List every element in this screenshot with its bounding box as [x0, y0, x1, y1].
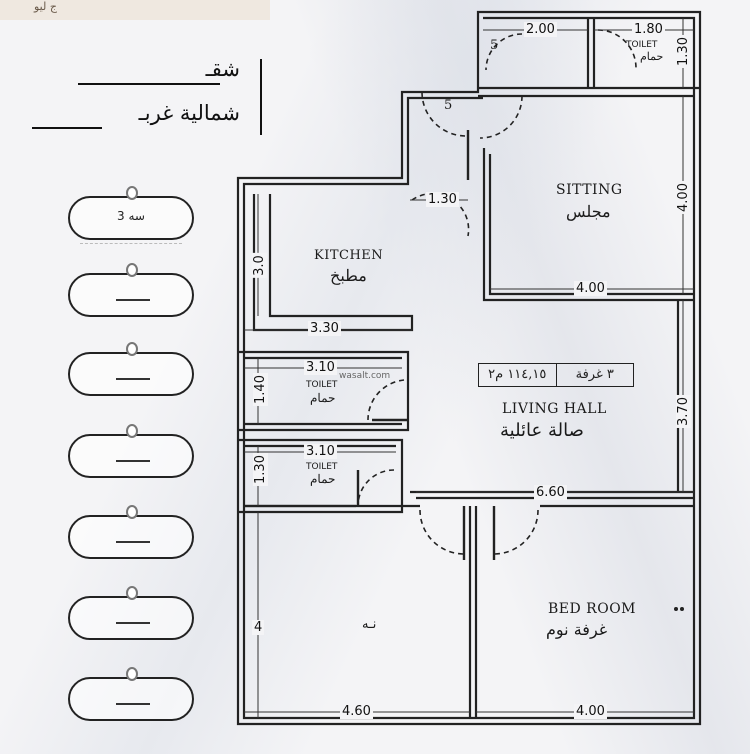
- door-leaf: [356, 130, 496, 560]
- dim-sitting-h: 4.00: [675, 181, 691, 214]
- room-label-left-ar: نـه: [362, 617, 377, 632]
- area-box: ٣ غرفة ١١٤,١٥ م٢: [478, 363, 634, 387]
- door-swing: [479, 95, 523, 139]
- dim-top-c: 1.30: [675, 35, 691, 68]
- room-label-living-ar: صالة عائلية: [500, 420, 584, 441]
- dim-sitting-w: 4.00: [574, 281, 607, 296]
- dim-entry: 1.30: [426, 192, 459, 207]
- dim-top-a: 2.00: [524, 22, 557, 37]
- door-swing: [597, 29, 637, 69]
- pill-dash: [116, 299, 150, 301]
- outer-wall: [236, 10, 702, 726]
- dot-mark: [680, 607, 684, 611]
- wall-kitchen: [252, 194, 414, 332]
- door-swing: [367, 379, 405, 421]
- door-number: 5: [444, 98, 453, 113]
- wall-sitting: [482, 148, 694, 302]
- room-label-toilet-mid-en: TOILET: [306, 380, 338, 390]
- filter-pill-5[interactable]: [68, 505, 194, 559]
- filter-pill-6[interactable]: [68, 586, 194, 640]
- dim-bedroom-w: 4.00: [574, 704, 607, 719]
- room-label-kitchen-en: KITCHEN: [314, 248, 384, 263]
- dim-living-h: 3.70: [675, 395, 691, 428]
- pill-underline: [80, 243, 182, 244]
- wall-toilet-mid: [238, 350, 410, 432]
- area-rooms: ٣ غرفة: [575, 367, 614, 382]
- door-swing: [485, 33, 523, 71]
- door-swing: [411, 192, 470, 237]
- door-swing: [419, 509, 465, 555]
- pill-dash: [116, 541, 150, 543]
- dim-top-b: 1.80: [632, 22, 665, 37]
- room-label-living-en: LIVING HALL: [502, 401, 607, 417]
- filter-pill-2[interactable]: [68, 263, 194, 317]
- filter-pill-label: 3 سه: [117, 209, 145, 223]
- room-label-toilet-top-en: TOILET: [626, 40, 658, 50]
- room-icon: [126, 342, 138, 356]
- outer-wall-inner: [242, 16, 696, 720]
- dim-toilet-mid-h: 1.40: [252, 373, 268, 406]
- room-icon: [126, 263, 138, 277]
- pill-dash: [116, 622, 150, 624]
- title-rule-1: [78, 83, 220, 85]
- filter-pill-4[interactable]: [68, 424, 194, 478]
- room-label-toilet-mid-ar: حمام: [310, 391, 336, 405]
- dim-left-room-w: 4.60: [340, 704, 373, 719]
- room-icon: [126, 505, 138, 519]
- door-swing: [357, 469, 395, 507]
- room-label-toilet-low-ar: حمام: [310, 472, 336, 486]
- title-line-1: شقـ: [205, 57, 240, 81]
- title-divider: [260, 59, 262, 135]
- room-icon: [126, 424, 138, 438]
- title-rule-2: [32, 127, 102, 129]
- wall-top-toilet-divider: [586, 18, 596, 88]
- filter-pill-7[interactable]: [68, 667, 194, 721]
- pill-dash: [116, 703, 150, 705]
- dim-kitchen-w: 3.30: [308, 321, 341, 336]
- watermark: wasalt.com: [339, 371, 391, 381]
- dim-kitchen-h: 3.0: [251, 253, 267, 278]
- room-label-bedroom-en: BED ROOM: [548, 601, 637, 617]
- corner-tag: ج ليو: [0, 0, 270, 20]
- room-label-bedroom-ar: غرفة نوم: [546, 620, 608, 639]
- wall-bedrooms: [244, 504, 478, 718]
- pill-dash: [116, 460, 150, 462]
- room-icon: [126, 586, 138, 600]
- area-size: ١١٤,١٥ م٢: [479, 364, 557, 386]
- room-label-sitting-en: SITTING: [556, 182, 623, 198]
- dim-toilet-low-w: 3.10: [304, 444, 337, 459]
- dim-toilet-mid-w: 3.10: [304, 360, 337, 375]
- room-label-toilet-top-ar: حمام: [640, 50, 664, 63]
- dot-mark: [674, 607, 678, 611]
- room-label-sitting-ar: مجلس: [566, 202, 611, 221]
- filter-pill-1[interactable]: 3 سه: [68, 186, 194, 244]
- title-block: شقـ شمالية غربـ: [30, 55, 262, 137]
- filter-pill-3[interactable]: [68, 342, 194, 396]
- pill-dash: [116, 378, 150, 380]
- room-label-kitchen-ar: مطبخ: [330, 266, 367, 285]
- door-swing: [493, 509, 539, 555]
- door-number: 5: [490, 38, 499, 53]
- dim-toilet-low-h: 1.30: [252, 453, 268, 486]
- title-line-2: شمالية غربـ: [138, 101, 240, 125]
- dim-left-room-h: 4: [252, 620, 265, 635]
- room-icon: [126, 186, 138, 200]
- room-icon: [126, 667, 138, 681]
- dim-living-w: 6.60: [534, 485, 567, 500]
- room-label-toilet-low-en: TOILET: [306, 462, 338, 472]
